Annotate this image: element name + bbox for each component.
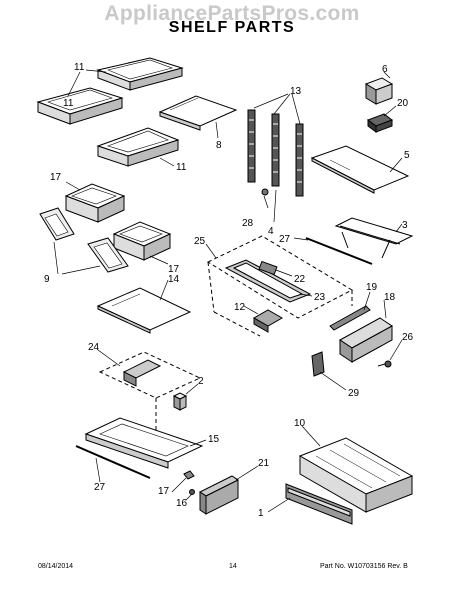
callout-label: 15 (208, 434, 220, 445)
drawer-front-1 (285, 483, 353, 525)
glass-shelf-5 (310, 145, 410, 194)
callout-label: 17 (168, 264, 180, 275)
bin-17-lower (112, 221, 172, 261)
part-2-block (172, 392, 188, 411)
callout-label: 14 (168, 274, 180, 285)
screw-16 (189, 489, 195, 495)
callout-labels: 11 11 11 6 13 20 8 5 17 28 4 27 3 25 22 … (44, 62, 414, 519)
shelf-assembly-top (96, 57, 184, 91)
trim-27-lower (75, 445, 151, 479)
screw-28 (261, 188, 269, 196)
callout-label: 2 (198, 376, 204, 387)
cover-9-lower (87, 237, 129, 273)
callout-label: 27 (94, 482, 106, 493)
callout-label: 12 (234, 302, 246, 313)
footer-part-number: Part No. W10703156 Rev. B (320, 563, 408, 570)
shelf-assembly-middle (96, 127, 180, 167)
part-22-clip (258, 260, 278, 276)
shelf-15 (84, 417, 204, 469)
callout-label: 3 (402, 220, 408, 231)
part-18-housing (339, 317, 393, 363)
trim-27-upper (305, 237, 373, 265)
callout-label: 10 (294, 418, 306, 429)
glass-shelf-14 (96, 287, 192, 334)
callout-label: 23 (314, 292, 326, 303)
callout-label: 4 (268, 226, 274, 237)
assembly-24-box (98, 351, 202, 430)
callout-label: 1 (258, 508, 264, 519)
drawer-10 (298, 437, 414, 513)
callout-label: 29 (348, 388, 360, 399)
callout-label: 22 (294, 274, 306, 285)
part-20-cap (366, 113, 394, 133)
callout-label: 5 (404, 150, 410, 161)
callout-label: 9 (44, 274, 50, 285)
callout-label: 8 (216, 140, 222, 151)
callout-label: 16 (176, 498, 188, 509)
leader-lines (53, 69, 403, 513)
shelf-8 (158, 95, 238, 131)
shelf-frame-3 (334, 217, 414, 259)
part-24-module (122, 359, 162, 387)
callout-label: 27 (279, 234, 291, 245)
cover-9-upper (39, 207, 75, 241)
screw-26 (377, 360, 392, 368)
callout-label: 28 (242, 218, 254, 229)
callout-label: 17 (50, 172, 62, 183)
callout-label: 19 (366, 282, 378, 293)
callout-label: 18 (384, 292, 396, 303)
page-title: SHELF PARTS (168, 19, 296, 36)
callout-label: 24 (88, 342, 100, 353)
callout-label: 11 (176, 162, 187, 173)
footer-page-number: 14 (229, 563, 237, 570)
callout-label: 26 (402, 332, 414, 343)
part-17-small (183, 470, 195, 480)
part-29-clip (311, 351, 325, 377)
assembly-25-box (206, 235, 354, 337)
callout-label: 11 (63, 98, 74, 109)
callout-label: 25 (194, 236, 206, 247)
part-6-block (364, 77, 394, 105)
callout-label: 17 (158, 486, 170, 497)
shelf-rails (247, 109, 304, 197)
part-12-bracket (252, 309, 284, 333)
callout-label: 11 (74, 62, 85, 73)
shelf-assembly-left (36, 87, 124, 125)
callout-label: 20 (397, 98, 409, 109)
callout-label: 13 (290, 86, 302, 97)
bin-17-upper (64, 183, 126, 223)
part-19-bar (329, 305, 371, 331)
watermark: AppliancePartsPros.com (104, 2, 360, 25)
callout-label: 21 (258, 458, 270, 469)
part-21-bracket (199, 475, 239, 515)
footer-date: 08/14/2014 (38, 563, 74, 570)
callout-label: 6 (382, 64, 388, 75)
